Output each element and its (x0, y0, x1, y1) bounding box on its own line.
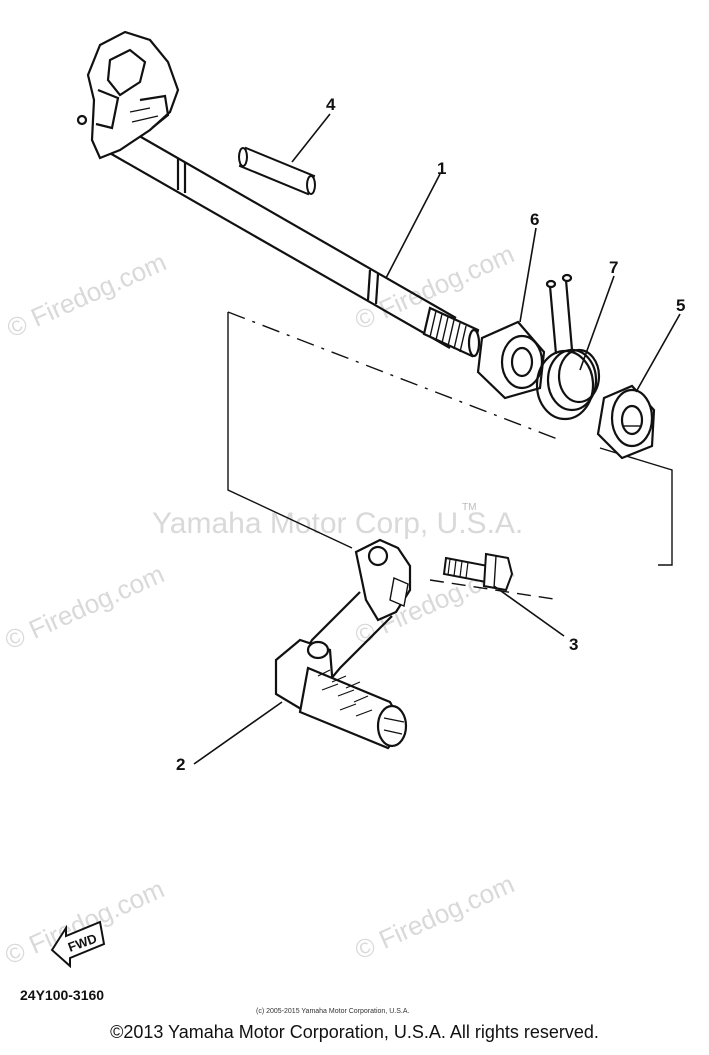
copyright-notice: ©2013 Yamaha Motor Corporation, U.S.A. A… (110, 1022, 599, 1042)
watermark-firedog: © Firedog.com (0, 874, 168, 971)
torsion-spring (535, 273, 601, 421)
watermark-firedog: © Firedog.com (0, 559, 168, 656)
part-label-4: 4 (326, 95, 336, 114)
collar (476, 320, 546, 400)
oil-seal (596, 384, 656, 460)
part-label-3: 3 (569, 635, 578, 654)
part-label-2: 2 (176, 755, 185, 774)
watermark-firedog: © Firedog.com (2, 247, 170, 344)
watermark-tm: TM (462, 502, 476, 513)
part-label-6: 6 (530, 210, 539, 229)
fwd-arrow-icon: FWD (50, 920, 106, 969)
pin (238, 146, 316, 196)
leader-lines (193, 113, 681, 765)
diagram-code: 24Y100-3160 (20, 987, 104, 1003)
watermark-firedog: © Firedog.com (350, 869, 518, 966)
part-labels: 1 2 3 4 5 6 7 (176, 95, 685, 774)
part-label-7: 7 (609, 258, 618, 277)
part-label-1: 1 (437, 159, 446, 178)
bolt (442, 552, 514, 592)
part-label-5: 5 (676, 296, 685, 315)
watermark-yamaha: Yamaha Motor Corp, U.S.A. (152, 507, 523, 540)
small-credit: (c) 2005-2015 Yamaha Motor Corporation, … (256, 1008, 409, 1015)
shift-pedal (274, 538, 412, 750)
assembly-outline (227, 311, 673, 601)
shift-shaft (76, 30, 481, 358)
watermark-layer: © Firedog.com © Firedog.com © Firedog.co… (0, 239, 523, 971)
